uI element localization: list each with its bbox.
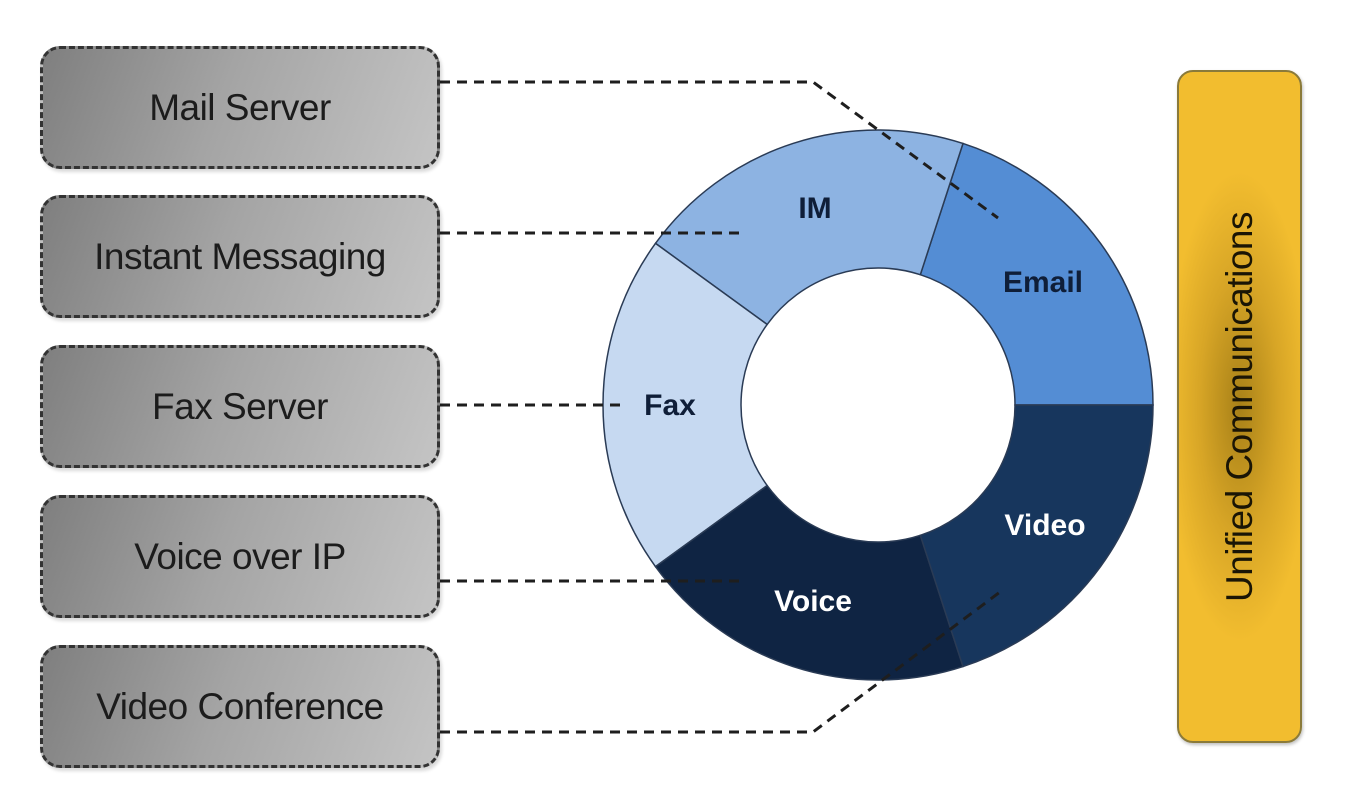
voice-over-ip-box: Voice over IP: [40, 495, 440, 618]
connector-email: [440, 80, 999, 220]
voice-over-ip-label: Voice over IP: [134, 535, 346, 577]
ring-label-email: Email: [1003, 266, 1083, 299]
instant-messaging-box: Instant Messaging: [40, 195, 440, 318]
mail-server-box: Mail Server: [40, 46, 440, 169]
ring-segment-im: [654, 129, 964, 326]
fax-server-label: Fax Server: [152, 385, 328, 427]
ring-segment-voice: [654, 484, 964, 681]
ring-segment-email: [919, 142, 1154, 406]
ring-label-voice: Voice: [774, 585, 852, 618]
connector-video: [440, 590, 1001, 734]
connector-lines: [440, 80, 1001, 734]
ring-label-im: IM: [798, 192, 831, 225]
ring-segment-fax: [602, 242, 769, 568]
unified-communications-bar: Unified Communications: [1177, 70, 1302, 743]
unified-communications-label: Unified Communications: [1218, 211, 1260, 602]
ring-segment-video: [919, 404, 1154, 668]
video-conference-box: Video Conference: [40, 645, 440, 768]
ring-label-video: Video: [1004, 509, 1085, 542]
video-conference-label: Video Conference: [96, 685, 384, 727]
instant-messaging-label: Instant Messaging: [94, 235, 386, 277]
fax-server-box: Fax Server: [40, 345, 440, 468]
communications-ring: [602, 129, 1154, 681]
ring-label-fax: Fax: [644, 389, 696, 422]
mail-server-label: Mail Server: [149, 86, 331, 128]
